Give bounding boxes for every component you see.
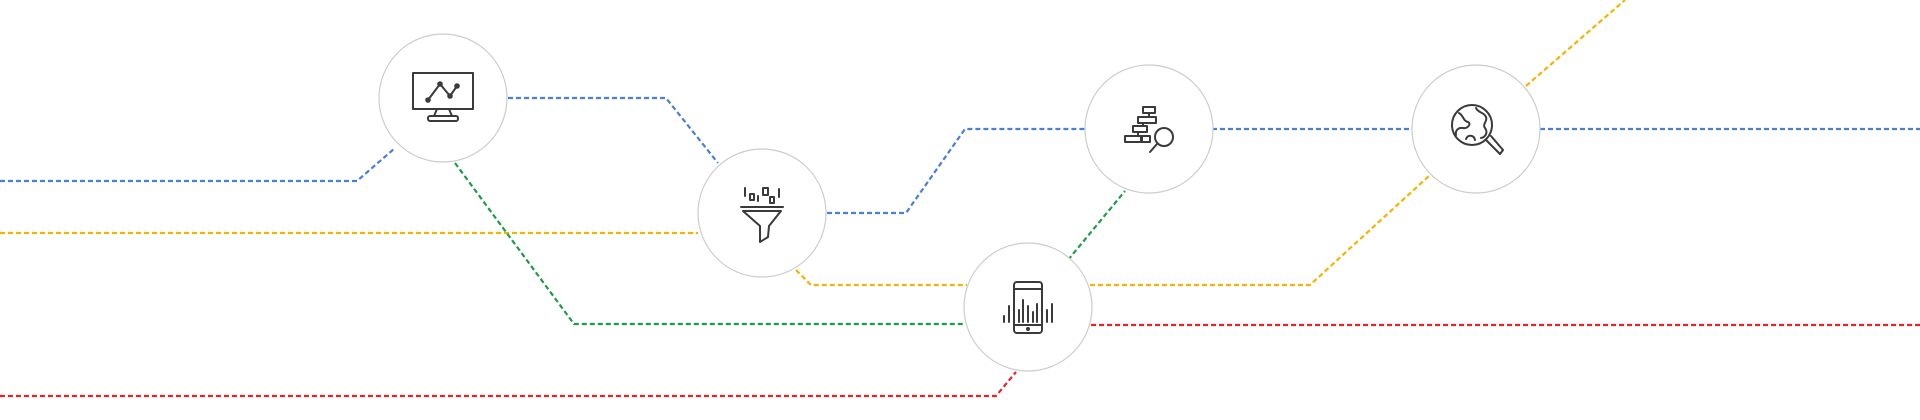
node-circle — [1411, 64, 1541, 194]
yellow-line — [0, 0, 1626, 287]
data-funnel-icon — [740, 187, 784, 243]
node-circle — [378, 33, 508, 163]
globe-search-icon — [1451, 104, 1504, 155]
hierarchy-search-icon — [1124, 106, 1174, 153]
hierarchy-search-node[interactable] — [1084, 64, 1214, 194]
mobile-analytics-node[interactable] — [963, 242, 1093, 372]
connection-lines — [0, 0, 1920, 398]
monitor-analytics-node[interactable] — [378, 33, 508, 163]
global-search-node[interactable] — [1411, 64, 1541, 194]
node-circle — [697, 148, 827, 278]
blue-line — [0, 96, 1920, 215]
monitor-analytics-icon — [412, 72, 474, 122]
mobile-analytics-icon — [1003, 281, 1053, 334]
red-line — [0, 323, 1920, 398]
green-line — [454, 162, 1126, 326]
node-circle — [1084, 64, 1214, 194]
data-funnel-node[interactable] — [697, 148, 827, 278]
